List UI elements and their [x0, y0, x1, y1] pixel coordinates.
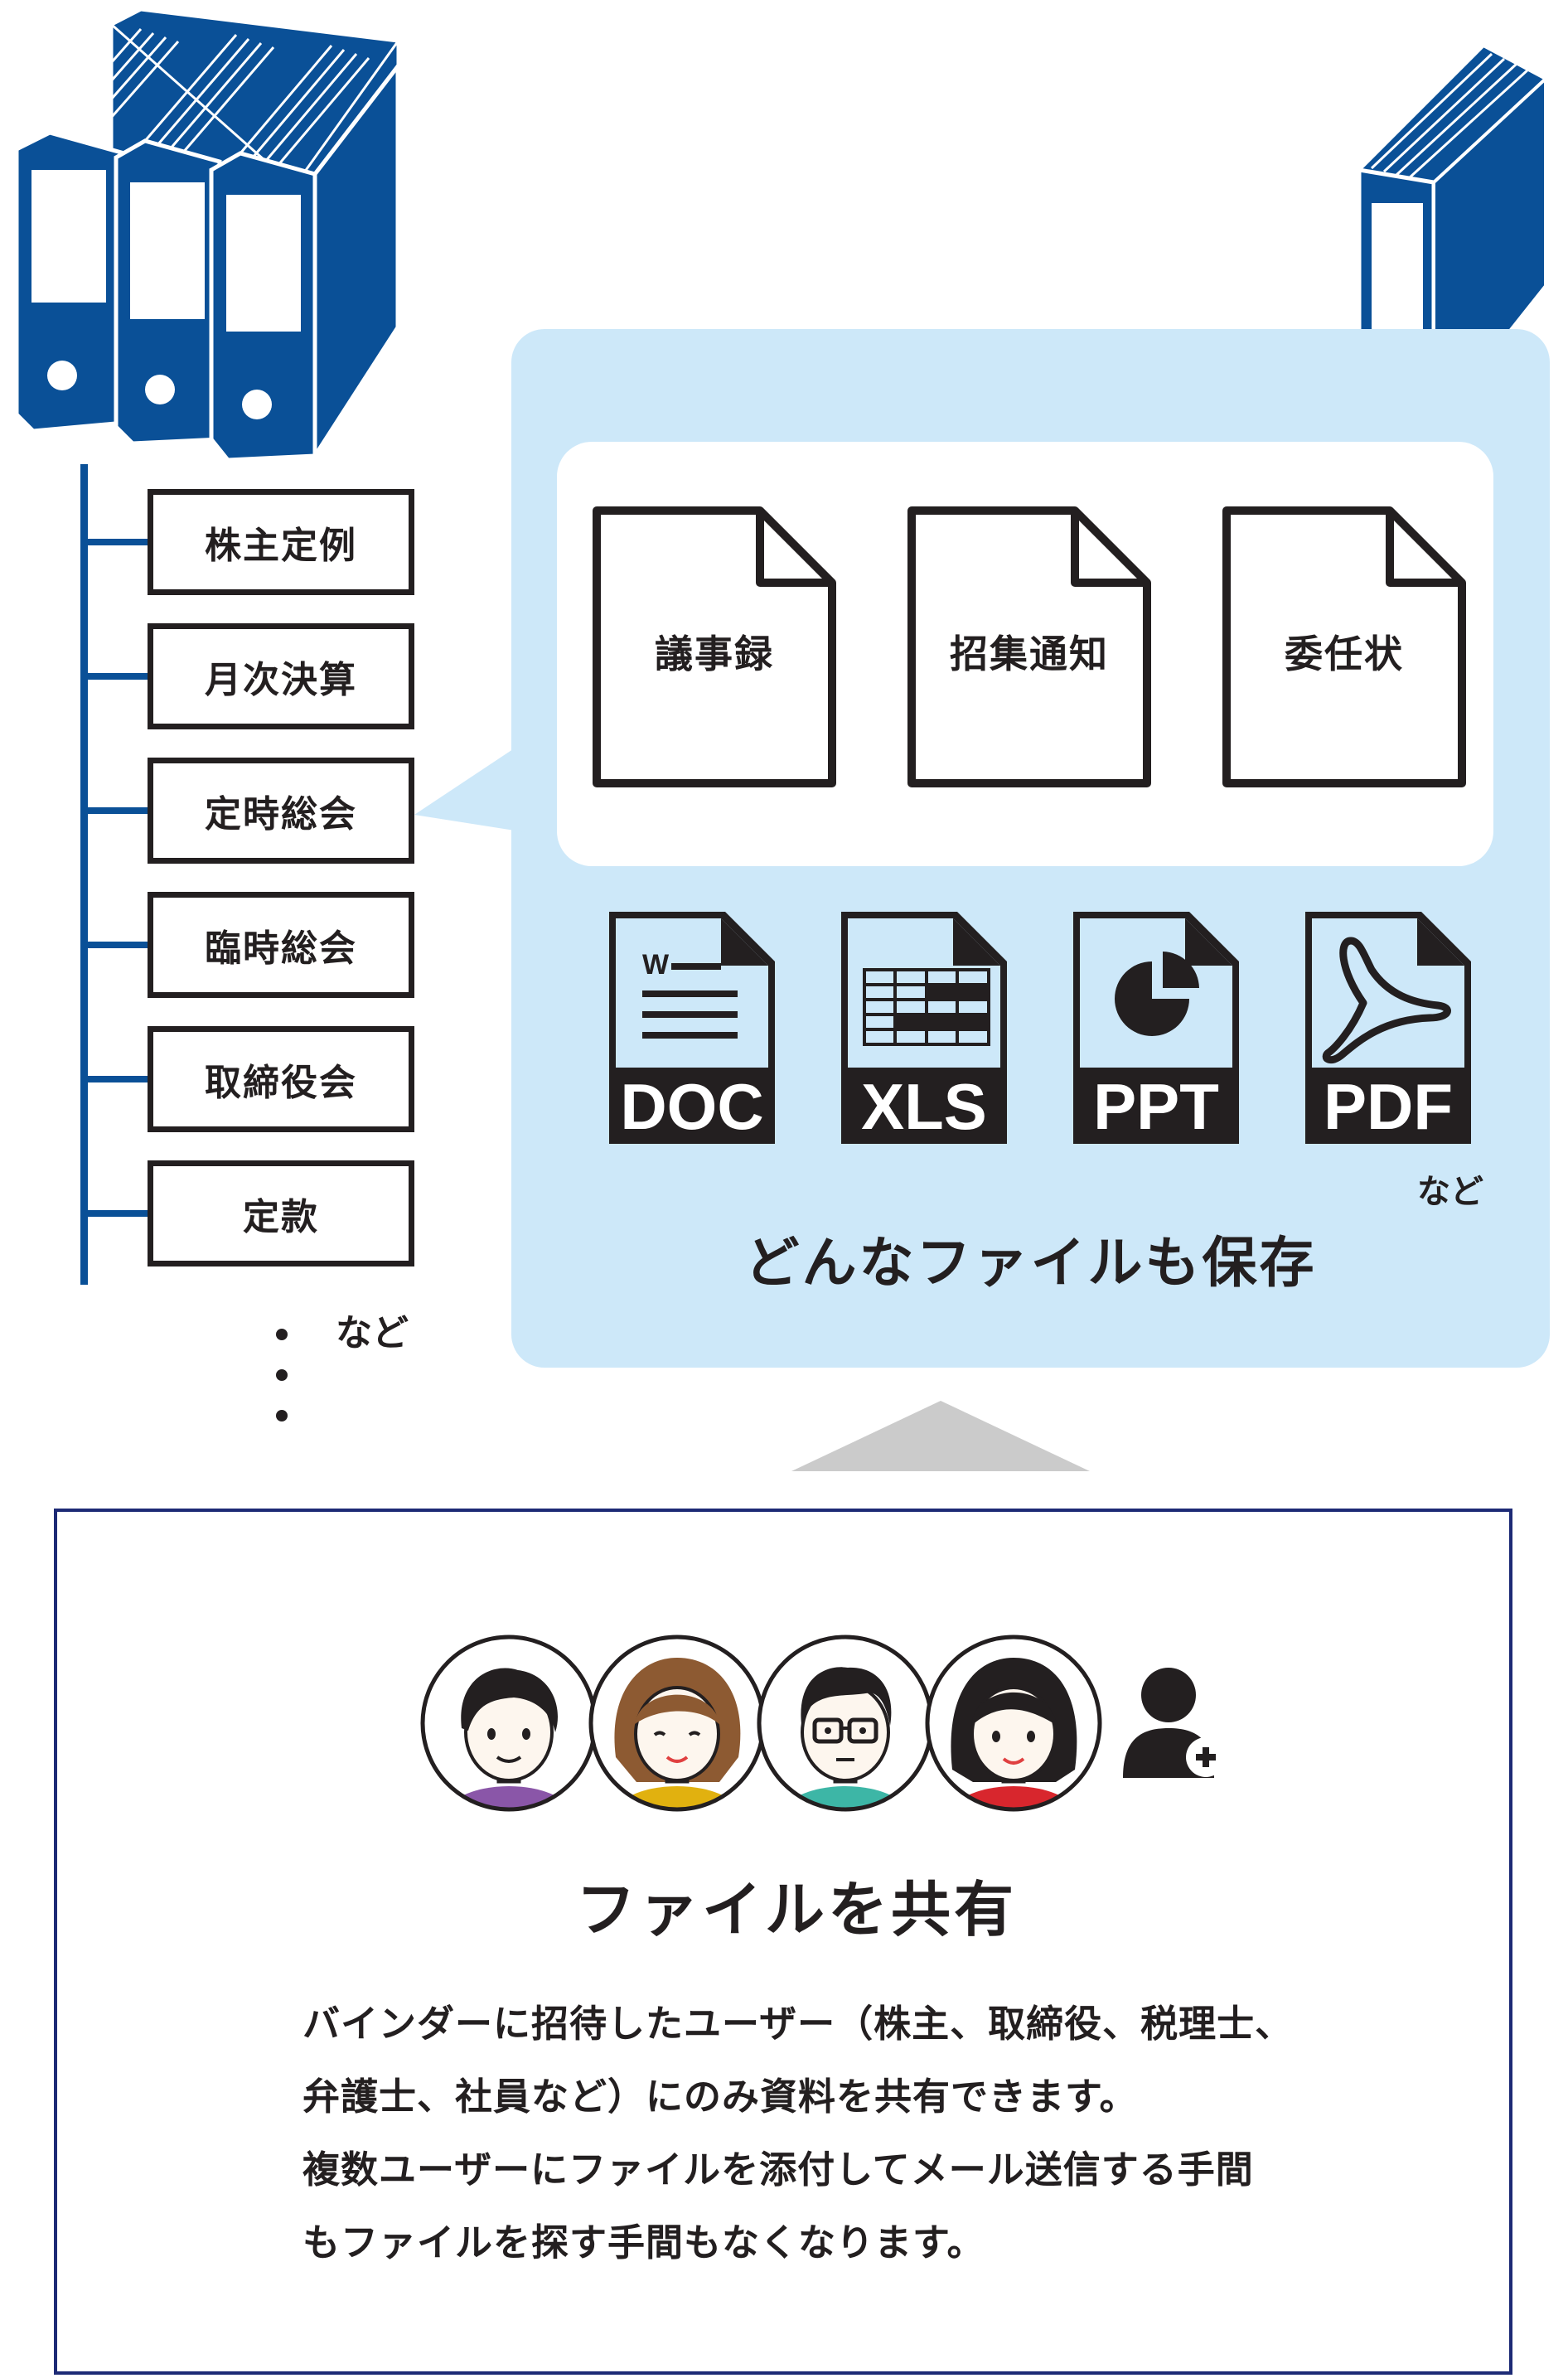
document-label: 議事録 — [655, 632, 774, 676]
up-arrow — [791, 1401, 1090, 1471]
binders-illustration — [17, 8, 400, 460]
category-item: 取締役会 — [148, 1026, 414, 1132]
category-item: 臨時総会 — [148, 892, 414, 998]
ellipsis-dot — [276, 1329, 288, 1340]
document-card: 招集通知 — [905, 504, 1154, 790]
svg-text:W: W — [642, 949, 670, 981]
file-type-label: XLS — [861, 1070, 987, 1143]
share-description-line: 弁護士、社員など）にのみ資料を共有できます。 — [302, 2075, 1138, 2119]
file-type-label: PDF — [1324, 1070, 1453, 1143]
share-title: ファイルを共有 — [575, 1875, 1017, 1945]
share-description-line: バインダーに招待したユーザー（株主、取締役、税理士、 — [302, 2002, 1294, 2046]
speech-bubble-tail — [414, 738, 530, 833]
category-item: 定時総会 — [148, 758, 414, 864]
document-types-box: 議事録 招集通知 委任状 — [557, 442, 1493, 866]
ppt-file-icon: PPT — [1073, 912, 1239, 1144]
user-avatar — [588, 1635, 766, 1812]
add-user-icon — [1123, 1668, 1226, 1778]
storage-headline: どんなファイルも保存 — [744, 1231, 1317, 1295]
ellipsis-dot — [276, 1410, 288, 1421]
user-avatar — [420, 1635, 598, 1812]
category-item: 定款 — [148, 1160, 414, 1266]
tree-connector-lines — [80, 464, 151, 1285]
category-item: 株主定例 — [148, 489, 414, 595]
document-icon — [593, 506, 836, 787]
xls-file-icon: XLS — [841, 912, 1007, 1144]
category-item: 月次決算 — [148, 623, 414, 729]
share-description-line: もファイルを探す手間もなくなります。 — [302, 2221, 985, 2264]
user-avatar — [925, 1635, 1102, 1812]
user-avatar — [757, 1635, 934, 1812]
document-icon — [907, 506, 1151, 787]
document-icon — [1222, 506, 1466, 787]
file-types-etc-label: など — [1417, 1173, 1483, 1211]
file-type-label: DOC — [620, 1070, 763, 1143]
ellipsis-dot — [276, 1369, 288, 1381]
category-tree: 株主定例 月次決算 定時総会 臨時総会 取締役会 定款 — [75, 464, 439, 1293]
document-label: 招集通知 — [950, 632, 1109, 676]
document-card: 委任状 — [1220, 504, 1469, 790]
share-description-line: 複数ユーザーにファイルを添付してメール送信する手間 — [302, 2148, 1254, 2192]
file-type-label: PPT — [1093, 1070, 1219, 1143]
document-label: 委任状 — [1285, 632, 1404, 676]
categories-etc-label: など — [336, 1312, 409, 1354]
document-card: 議事録 — [590, 504, 839, 790]
pdf-file-icon: PDF — [1305, 912, 1471, 1144]
doc-file-icon: W DOC — [609, 912, 775, 1144]
share-section — [54, 1509, 1512, 2375]
